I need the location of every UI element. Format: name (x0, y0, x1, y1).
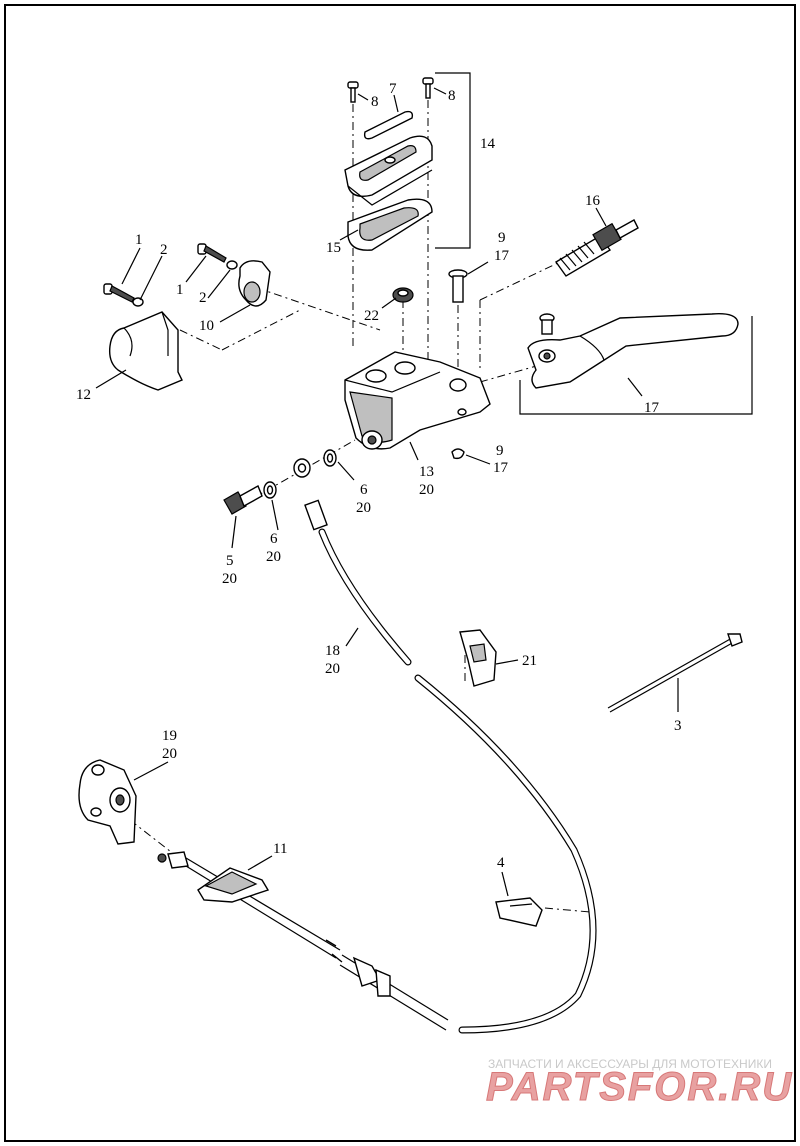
callouts: 1 2 1 2 10 12 7 8 8 14 15 16 9 17 22 17 … (76, 81, 682, 871)
watermark: ЗАПЧАСТИ И АКСЕССУАРЫ ДЛЯ МОТОТЕХНИКИ PA… (486, 1057, 793, 1110)
banjo-bolt-5 (223, 485, 263, 515)
clutch-cable-11 (157, 851, 449, 1031)
retaining-clip-9 (451, 448, 465, 460)
diagram-frame (4, 4, 796, 1142)
callout-7: 7 (389, 81, 397, 97)
clamp-10 (238, 260, 271, 307)
bracket-17 (519, 316, 753, 415)
callout-8-left: 8 (371, 94, 379, 110)
callout-19: 19 (162, 728, 177, 744)
callout-5: 5 (226, 553, 234, 569)
callout-9-bottom: 9 (496, 443, 504, 459)
callout-20-under-13: 20 (419, 482, 434, 498)
callout-22: 22 (364, 308, 379, 324)
clamp-cover-12 (108, 311, 183, 391)
bracket-14 (435, 72, 471, 249)
reservoir-cover-14 (344, 135, 433, 206)
washer-2-right (226, 260, 238, 270)
washer-6-left (263, 481, 277, 499)
clutch-hose-18 (293, 458, 412, 666)
callout-10: 10 (199, 318, 214, 334)
callout-15: 15 (326, 240, 341, 256)
washer-6-right (323, 449, 337, 467)
callout-17-lever: 17 (644, 400, 660, 416)
callout-17-top: 17 (494, 248, 510, 264)
master-cylinder-body-13 (344, 351, 491, 450)
callout-18: 18 (325, 643, 340, 659)
callout-8-right: 8 (448, 88, 456, 104)
screw-1-right (197, 243, 227, 263)
screw-1-left (103, 283, 135, 303)
cable-strap-3 (607, 633, 743, 713)
slave-cylinder-19 (78, 759, 137, 845)
watermark-logo: PARTSFOR.RU (486, 1065, 793, 1109)
leader-lines (95, 87, 679, 897)
screw-8-left (347, 81, 359, 103)
callout-6-right: 6 (360, 482, 368, 498)
callout-9-top: 9 (498, 230, 506, 246)
callout-20-under-5: 20 (222, 571, 237, 587)
callout-1-right: 1 (176, 282, 184, 298)
watermark-caption: ЗАПЧАСТИ И АКСЕССУАРЫ ДЛЯ МОТОТЕХНИКИ (488, 1057, 772, 1071)
pivot-pin-9 (448, 269, 468, 303)
hose-clip-21 (459, 629, 497, 687)
piston-assembly-16 (554, 219, 639, 277)
callout-4: 4 (497, 855, 505, 871)
clutch-hose-continuation (414, 674, 597, 1034)
callout-20-under-18: 20 (325, 661, 340, 677)
callout-21: 21 (522, 653, 537, 669)
callout-3: 3 (674, 718, 682, 734)
gasket-15 (347, 198, 433, 251)
clutch-lever-17 (527, 313, 739, 389)
screw-8-right (422, 77, 434, 99)
callout-2-upper-left: 2 (160, 242, 168, 258)
callout-1-upper-left: 1 (135, 232, 143, 248)
callout-11: 11 (273, 841, 287, 857)
callout-20-under-6-right: 20 (356, 500, 371, 516)
sight-glass-7 (363, 110, 414, 140)
callout-20-under-19: 20 (162, 746, 177, 762)
callout-6-left: 6 (270, 531, 278, 547)
callout-16: 16 (585, 193, 601, 209)
washer-2-left (132, 297, 144, 307)
callout-12: 12 (76, 387, 91, 403)
plug-22 (392, 287, 414, 303)
callout-20-under-6-left: 20 (266, 549, 281, 565)
callout-17-bottom: 17 (493, 460, 509, 476)
callout-2-right: 2 (199, 290, 207, 306)
callout-13: 13 (419, 464, 434, 480)
callout-14: 14 (480, 136, 496, 152)
hose-clip-4 (495, 897, 543, 927)
